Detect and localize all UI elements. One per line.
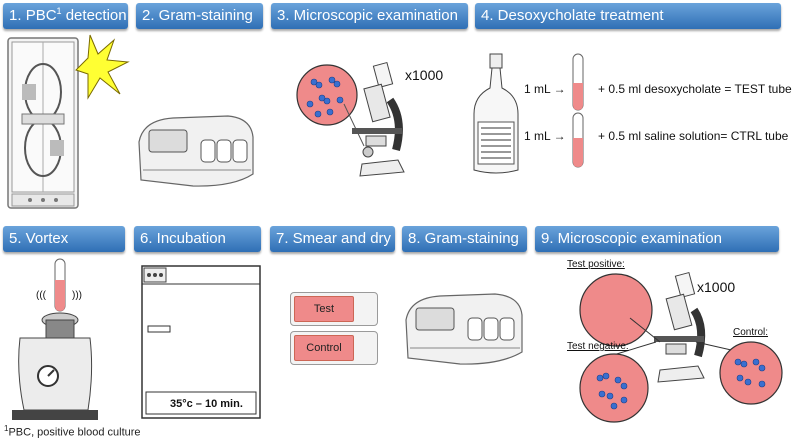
- test-negative-field: [579, 353, 649, 423]
- footnote: 1PBC, positive blood culture: [4, 424, 141, 439]
- test-tube-recipe: + 0.5 ml desoxycholate = TEST tube: [598, 82, 792, 96]
- microscope-illustration-top: [343, 61, 405, 177]
- magnification-top: x1000: [405, 67, 444, 83]
- step-5-label: 5. Vortex: [9, 230, 69, 247]
- step-6-header: 6. Incubation: [134, 226, 261, 252]
- vortex-sound-left: (((: [36, 290, 46, 301]
- test-positive-field: [579, 273, 653, 347]
- step-4-header: 4. Desoxycholate treatment: [475, 3, 781, 29]
- step-9-label: 9. Microscopic examination: [541, 230, 722, 247]
- footnote-text: PBC, positive blood culture: [8, 426, 141, 439]
- ctrl-tube-recipe: + 0.5 ml saline solution= CTRL tube: [598, 129, 789, 143]
- microscope-illustration-bottom: [654, 271, 706, 383]
- step-7-header: 7. Smear and dry: [270, 226, 395, 252]
- gram-stainer-illustration: [138, 115, 254, 187]
- step-4-label: 4. Desoxycholate treatment: [481, 7, 664, 24]
- step-8-header: 8. Gram-staining: [402, 226, 527, 252]
- microscope-field-top: [296, 64, 358, 126]
- alert-burst-icon: [75, 34, 130, 100]
- control-label: Control:: [733, 327, 769, 338]
- vortex-sound-right: ))): [72, 290, 82, 301]
- step-6-label: 6. Incubation: [140, 230, 226, 247]
- blood-culture-cabinet-illustration: [7, 37, 79, 209]
- step-2-header: 2. Gram-staining: [136, 3, 263, 29]
- test-slide-label: Test: [294, 296, 354, 322]
- step-1-rest: detection: [61, 7, 127, 24]
- control-slide-label: Control: [294, 335, 354, 361]
- control-slide: Control: [290, 331, 378, 365]
- incubation-time-label: 35°c – 10 min.: [170, 398, 243, 410]
- step-1-num: 1.: [9, 7, 22, 24]
- step-2-label: 2. Gram-staining: [142, 7, 253, 24]
- step-3-header: 3. Microscopic examination: [271, 3, 468, 29]
- step-1-header: 1. PBC1 detection: [3, 3, 128, 29]
- magnification-bottom: x1000: [697, 279, 736, 295]
- gram-stainer-illustration-2: [405, 293, 523, 365]
- test-negative-label: Test negative:: [567, 341, 629, 352]
- step-1-sup: 1: [56, 6, 62, 16]
- test-positive-label: Test positive:: [567, 259, 625, 270]
- step-5-header: 5. Vortex: [3, 226, 125, 252]
- step-9-header: 9. Microscopic examination: [535, 226, 779, 252]
- vortex-mixer-illustration: [12, 312, 98, 420]
- incubator-illustration: [141, 265, 261, 419]
- footnote-sup: 1: [4, 424, 9, 433]
- step-1-label: PBC: [25, 7, 57, 24]
- test-volume-label: 1 mL →: [524, 82, 566, 96]
- test-slide: Test: [290, 292, 378, 326]
- step-7-label: 7. Smear and dry: [276, 230, 392, 247]
- desoxycholate-bottle-illustration: [473, 53, 519, 174]
- step-8-label: 8. Gram-staining: [408, 230, 519, 247]
- control-field: [719, 341, 783, 405]
- test-tube-icon: [572, 53, 584, 111]
- vortex-tube-icon: [54, 258, 66, 312]
- ctrl-volume-label: 1 mL →: [524, 129, 566, 143]
- ctrl-tube-icon: [572, 112, 584, 168]
- step-3-label: 3. Microscopic examination: [277, 7, 458, 24]
